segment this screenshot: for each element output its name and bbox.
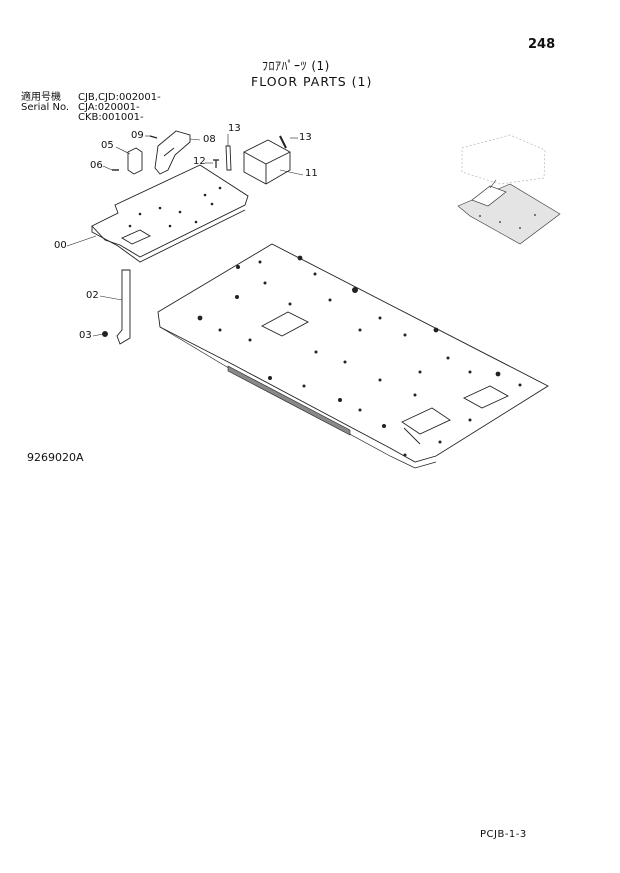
serial-value: CJB,CJD:002001-: [78, 92, 161, 103]
page-number: 248: [528, 37, 556, 52]
callout-label: 08: [203, 134, 216, 145]
bolt-12: [213, 159, 219, 168]
floor-underside-bar: [227, 365, 351, 436]
bracket-02: [116, 269, 131, 345]
bracket-08: [154, 130, 191, 175]
callout-label: 02: [86, 290, 99, 301]
callout-label: 05: [101, 140, 114, 151]
serial-label: 適用号機: [21, 92, 61, 103]
floor-plate-edge: [159, 326, 437, 469]
callout-label: 09: [131, 130, 144, 141]
title-japanese: ﾌﾛｱﾊﾟｰﾂ (1): [262, 59, 330, 73]
serial-row: CKB:001001-: [21, 113, 161, 123]
serial-label: Serial No.: [21, 102, 70, 113]
callout-label: 12: [193, 156, 206, 167]
callout-label: 00: [54, 240, 67, 251]
serial-value: CKB:001001-: [78, 112, 144, 123]
serial-value: CJA:020001-: [78, 102, 140, 113]
serial-info: 適用号機 CJB,CJD:002001- Serial No. CJA:020001…: [21, 93, 161, 123]
box-bracket-11: [243, 139, 291, 185]
pin-13b: [279, 135, 287, 149]
block-05: [127, 147, 143, 175]
drawing-id: 9269020A: [27, 451, 84, 464]
callout-label: 13: [299, 132, 312, 143]
machine-location-inset: [457, 134, 561, 245]
pin-13a: [225, 145, 232, 171]
floor-plate: [157, 243, 549, 463]
callout-label: 11: [305, 168, 318, 179]
page-code: PCJB-1-3: [480, 829, 527, 840]
callout-label: 06: [90, 160, 103, 171]
serial-row: Serial No. CJA:020001-: [21, 103, 161, 113]
floor-cover-panel: [91, 164, 249, 258]
callout-label: 03: [79, 330, 92, 341]
callout-label: 13: [228, 123, 241, 134]
serial-row: 適用号機 CJB,CJD:002001-: [21, 93, 161, 103]
title-english: FLOOR PARTS (1): [251, 74, 373, 89]
